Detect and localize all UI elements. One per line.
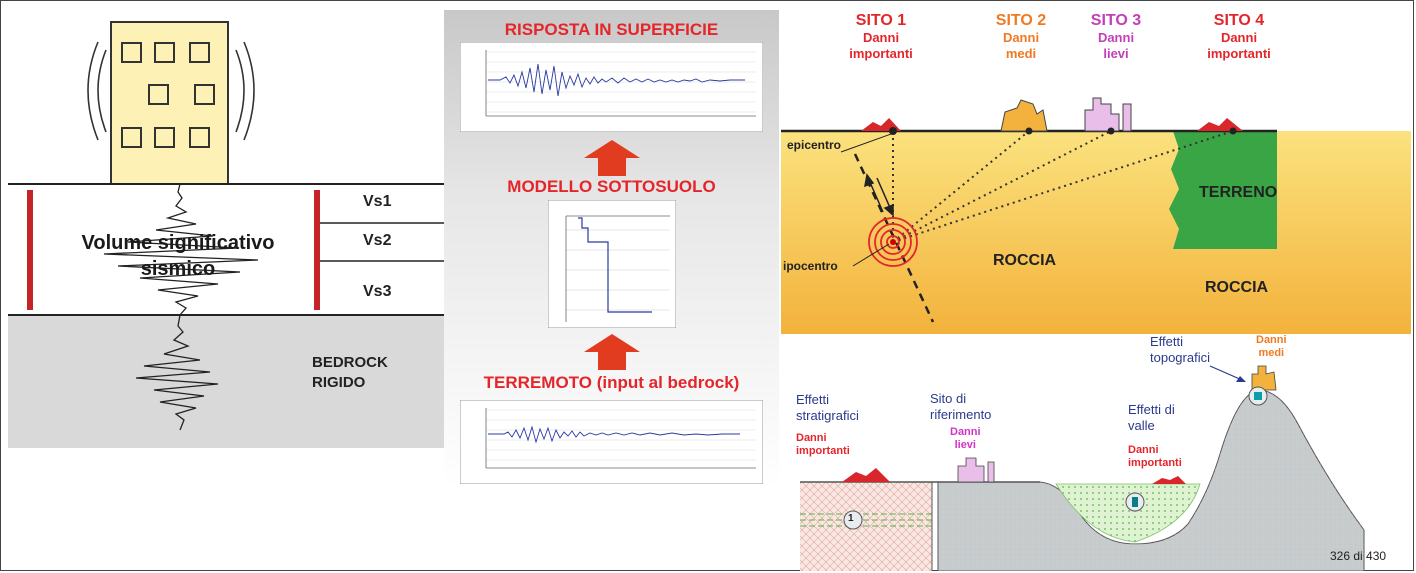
right-bottom-panel: 1 Effetti stratigrafici Danni importanti… (790, 334, 1414, 571)
site-4: SITO 4 Danni importanti (1189, 12, 1289, 62)
site-2-line1: Danni (1002, 30, 1040, 45)
middle-panel: RISPOSTA IN SUPERFICIE MODELLO SOTTOSUOL… (444, 10, 779, 488)
bedrock-label: BEDROCK RIGIDO (312, 353, 388, 393)
reference-site-label: Sito di riferimento (930, 391, 992, 422)
strat-damaged-building (842, 468, 890, 482)
marker-1 (843, 510, 863, 530)
valley-damaged-building (1152, 476, 1186, 484)
left-red-bar (27, 190, 33, 310)
epicenter-dot (889, 127, 897, 135)
site-1-line1: Danni (862, 30, 900, 45)
topographic-effects-label: Effetti topografici (1150, 334, 1210, 365)
stratigraphic-effects-label: Effetti stratigrafici (796, 392, 859, 423)
hypocenter-dot (890, 239, 896, 245)
vibration-arcs (87, 41, 255, 141)
site-3-line2: lievi (1103, 46, 1129, 61)
site-2: SITO 2 Danni medi (976, 12, 1066, 62)
hypocenter-label: ipocentro (783, 259, 838, 273)
up-arrow-1 (584, 140, 640, 176)
rock-layer (781, 131, 1411, 334)
reference-building (957, 457, 995, 483)
hypocenter-rings (868, 217, 918, 267)
site3-building (1084, 97, 1132, 132)
rock-label: ROCCIA (993, 252, 1057, 269)
topo-arrow-icon (1236, 376, 1246, 382)
strat-damage-label: Danni importanti (796, 432, 850, 457)
site-3-title: SITO 3 (1090, 12, 1142, 29)
layer-vs3: Vs3 (363, 283, 392, 300)
bedrock-label-line2: RIGIDO (312, 374, 366, 391)
site-3-line1: Danni (1097, 30, 1135, 45)
building-diagram (8, 21, 444, 448)
up-arrow-2 (584, 334, 640, 370)
site-4-line2: importanti (1207, 46, 1271, 61)
surface-response-chart (460, 42, 763, 132)
volume-label-line2: sismico (140, 258, 216, 280)
reference-damage-label: Danni lievi (950, 426, 981, 451)
site-2-title: SITO 2 (995, 12, 1047, 29)
page-number: 326 di 430 (1330, 549, 1387, 563)
site-1-title: SITO 1 (855, 12, 907, 29)
epicenter-label: epicentro (787, 138, 842, 152)
earthquake-title: TERREMOTO (input al bedrock) (483, 373, 740, 392)
site2-building (1000, 99, 1048, 132)
layer-vs1: Vs1 (363, 193, 392, 210)
stratigraphic-layers (800, 513, 932, 527)
response-title: RISPOSTA IN SUPERFICIE (504, 20, 719, 39)
right-red-bar (314, 190, 320, 310)
earthquake-input-chart (460, 400, 763, 484)
site-4-line1: Danni (1220, 30, 1258, 45)
fault-arrows (864, 173, 894, 217)
volume-label: Volume significativo sismico (48, 230, 308, 282)
valley-sediments (1055, 483, 1201, 543)
site-2-line2: medi (1005, 46, 1037, 61)
valley-effects-label: Effetti di valle (1128, 402, 1175, 433)
site-1: SITO 1 Danni importanti (831, 12, 931, 62)
site-3: SITO 3 Danni lievi (1071, 12, 1161, 62)
bedrock-seismogram (135, 314, 219, 431)
topo-damage-label: Danni medi (1256, 334, 1287, 359)
bedrock-area (8, 315, 444, 448)
soil-model-chart (548, 200, 676, 328)
rock-label-2: ROCCIA (1205, 279, 1269, 296)
site-4-title: SITO 4 (1213, 12, 1265, 29)
seismic-section (781, 97, 1411, 334)
volume-label-line1: Volume significativo (81, 232, 275, 254)
topo-building (1251, 365, 1277, 391)
soil-label: TERRENO (1199, 184, 1278, 201)
bedrock-label-line1: BEDROCK (312, 354, 388, 371)
soil-wedge (1169, 131, 1277, 249)
site-effects-section (800, 365, 1365, 571)
layer-vs2: Vs2 (363, 232, 392, 249)
building-windows (121, 42, 215, 148)
soil-seismogram (103, 183, 259, 316)
site-1-line2: importanti (849, 46, 913, 61)
valley-damage-label: Danni importanti (1128, 444, 1182, 469)
right-top-panel: SITO 1 Danni importanti SITO 2 Danni med… (781, 4, 1411, 334)
marker-1-label: 1 (848, 513, 854, 524)
left-panel: Vs1 Vs2 Vs3 Volume significativo sismico… (8, 10, 444, 448)
site4-damaged-building (1197, 118, 1243, 131)
model-title: MODELLO SOTTOSUOLO (507, 177, 716, 196)
